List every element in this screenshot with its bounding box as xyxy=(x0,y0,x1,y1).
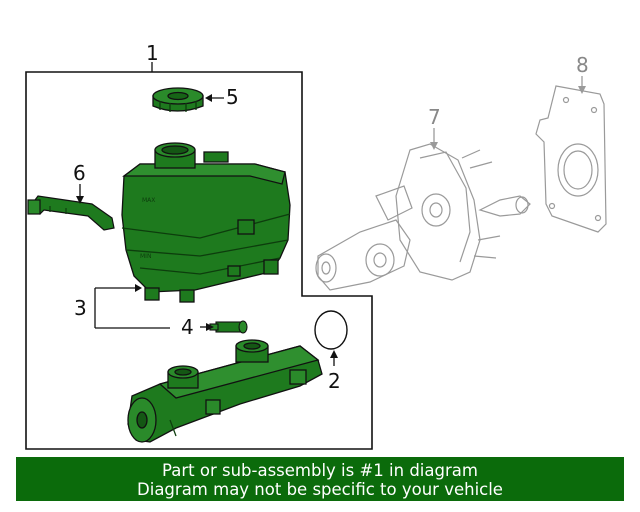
callout-5: 5 xyxy=(226,85,239,109)
callout-2-arrow xyxy=(330,350,338,358)
assembly-frame xyxy=(25,71,373,450)
notice-line-1: Part or sub-assembly is #1 in diagram xyxy=(162,461,478,480)
o-ring-seal[interactable] xyxy=(314,310,348,350)
callout-4-arrow xyxy=(206,323,214,331)
notice-line-2: Diagram may not be specific to your vehi… xyxy=(137,480,503,499)
booster-gasket[interactable] xyxy=(535,85,607,233)
callout-4: 4 xyxy=(181,315,194,339)
notice-banner: Part or sub-assembly is #1 in diagram Di… xyxy=(16,457,624,501)
callout-1: 1 xyxy=(146,41,159,65)
fluid-level-sensor[interactable] xyxy=(209,320,248,334)
callout-2: 2 xyxy=(328,369,341,393)
master-cylinder[interactable] xyxy=(127,339,323,443)
callout-6-arrow xyxy=(76,196,84,204)
brake-booster[interactable] xyxy=(315,143,531,291)
callout-5-arrow xyxy=(205,94,212,102)
callout-3-leader xyxy=(94,287,170,329)
callout-7-arrow xyxy=(430,142,438,150)
callout-6: 6 xyxy=(73,161,86,185)
fluid-reservoir[interactable]: MAX MIN xyxy=(121,142,291,303)
svg-text:MIN: MIN xyxy=(140,253,151,260)
callout-3: 3 xyxy=(74,296,87,320)
reservoir-cap[interactable] xyxy=(152,87,204,112)
reservoir-mount[interactable] xyxy=(27,195,115,231)
callout-8-arrow xyxy=(578,86,586,94)
callout-7: 7 xyxy=(428,105,441,129)
svg-text:MAX: MAX xyxy=(142,197,155,204)
callout-3-arrow xyxy=(135,284,142,292)
callout-8: 8 xyxy=(576,53,589,77)
